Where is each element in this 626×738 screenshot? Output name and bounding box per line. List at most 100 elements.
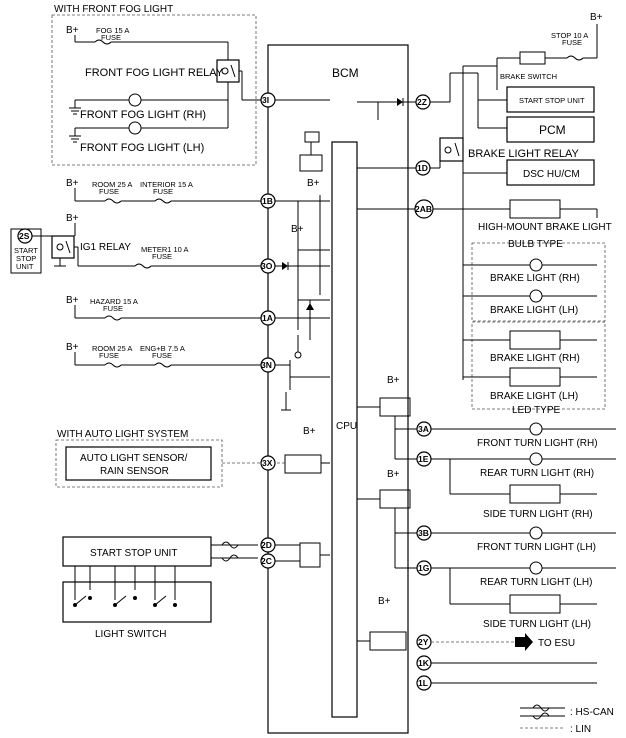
svg-text:1A: 1A [262, 313, 273, 323]
svg-text:B+: B+ [66, 178, 79, 189]
brake-led-lh-icon [509, 367, 561, 387]
svg-text:START STOP UNIT: START STOP UNIT [90, 548, 177, 559]
svg-text:FUSE: FUSE [99, 351, 119, 360]
bulb-type-group [471, 242, 606, 322]
svg-text:2Y: 2Y [418, 637, 429, 647]
svg-text:B+: B+ [307, 178, 320, 189]
legend-lin: : LIN [570, 724, 591, 735]
front-turn-lh-icon [529, 526, 543, 540]
svg-text:PCM: PCM [539, 123, 566, 137]
svg-text:FUSE: FUSE [562, 38, 582, 47]
brake-switch-label: BRAKE SWITCH [500, 72, 557, 81]
svg-text:BULB TYPE: BULB TYPE [508, 239, 563, 250]
front-fog-group-label: WITH FRONT FOG LIGHT [54, 4, 173, 15]
svg-text:B+: B+ [387, 469, 400, 480]
fog-fuse-label: FOG 15 A [96, 26, 129, 35]
ig1-relay-label: IG1 RELAY [80, 242, 131, 253]
front-turn-rh-icon [529, 422, 543, 436]
fog-fuse-sub: FUSE [101, 33, 121, 42]
high-mount-led-icon [509, 199, 561, 219]
svg-text:B+: B+ [378, 596, 391, 607]
to-esu-label: TO ESU [538, 638, 575, 649]
svg-text:BRAKE LIGHT (RH): BRAKE LIGHT (RH) [490, 353, 580, 364]
svg-text:STOP 10 A: STOP 10 A [551, 31, 588, 40]
svg-text:RAIN SENSOR: RAIN SENSOR [100, 466, 169, 477]
pin-3N [260, 357, 276, 373]
pin-3O [260, 258, 276, 274]
high-mount-label: HIGH-MOUNT BRAKE LIGHT [478, 222, 612, 233]
svg-text:ENG+B 7.5 A: ENG+B 7.5 A [140, 344, 185, 353]
svg-text:BRAKE LIGHT (LH): BRAKE LIGHT (LH) [490, 305, 578, 316]
svg-text:B+: B+ [66, 342, 79, 353]
svg-text:2D: 2D [261, 540, 272, 550]
svg-text:1G: 1G [418, 563, 430, 573]
svg-text:UNIT: UNIT [16, 262, 34, 271]
brake-switch-icon [519, 51, 546, 65]
svg-text:SIDE TURN LIGHT (RH): SIDE TURN LIGHT (RH) [483, 509, 593, 520]
pcm-box [506, 116, 595, 143]
svg-text:1D: 1D [417, 163, 428, 173]
auto-light-group-box [55, 439, 223, 488]
svg-text:3B: 3B [418, 528, 429, 538]
svg-text:BRAKE LIGHT (RH): BRAKE LIGHT (RH) [490, 273, 580, 284]
svg-text:METER1 10 A: METER1 10 A [141, 245, 189, 254]
auto-light-group-label: WITH AUTO LIGHT SYSTEM [57, 429, 188, 440]
svg-text:B+: B+ [291, 224, 304, 235]
svg-text:START STOP UNIT: START STOP UNIT [519, 96, 585, 105]
svg-text:REAR TURN LIGHT (RH): REAR TURN LIGHT (RH) [480, 468, 594, 479]
brake-light-rh-icon [529, 258, 543, 272]
start-stop-unit-small [10, 228, 42, 274]
svg-text:HAZARD 15 A: HAZARD 15 A [90, 297, 138, 306]
svg-text:3I: 3I [262, 95, 269, 105]
brake-light-relay-label: BRAKE LIGHT RELAY [468, 148, 580, 160]
svg-text:3O: 3O [261, 261, 273, 271]
brake-led-rh-icon [509, 330, 561, 350]
cpu-block [331, 141, 358, 718]
svg-text:REAR TURN LIGHT (LH): REAR TURN LIGHT (LH) [480, 577, 592, 588]
svg-text:B+: B+ [590, 12, 603, 23]
svg-text:1K: 1K [418, 658, 430, 668]
svg-text:DSC HU/CM: DSC HU/CM [523, 169, 580, 180]
front-fog-lh-label: FRONT FOG LIGHT (LH) [80, 142, 204, 154]
svg-text:2C: 2C [261, 556, 272, 566]
rear-turn-lh-icon [529, 561, 543, 575]
svg-text:FUSE: FUSE [152, 252, 172, 261]
pin-3I [260, 92, 276, 108]
power-label: B+ [66, 25, 79, 36]
svg-text:ROOM 25 A: ROOM 25 A [92, 180, 132, 189]
svg-text:2Z: 2Z [417, 97, 427, 107]
brake-light-relay-icon [439, 137, 464, 162]
light-switch-box [62, 581, 212, 623]
led-type-group [471, 321, 606, 410]
svg-text:FUSE: FUSE [99, 187, 119, 196]
side-turn-lh-icon [509, 594, 561, 614]
svg-text:B+: B+ [387, 375, 400, 386]
cpu-label: CPU [336, 421, 357, 432]
pin-3X [260, 455, 276, 471]
side-turn-rh-icon [509, 484, 561, 504]
svg-text:FRONT TURN LIGHT (LH): FRONT TURN LIGHT (LH) [477, 542, 596, 553]
to-esu-arrow-icon [515, 633, 533, 651]
front-fog-rh-label: FRONT FOG LIGHT (RH) [80, 109, 206, 121]
svg-text:B+: B+ [66, 295, 79, 306]
dsc-box [506, 159, 595, 186]
svg-text:STOP: STOP [16, 254, 36, 263]
svg-text:3N: 3N [261, 360, 272, 370]
svg-text:START: START [14, 246, 38, 255]
svg-text:1E: 1E [418, 454, 429, 464]
svg-text:B+: B+ [66, 213, 79, 224]
front-fog-rh-lamp-icon [128, 93, 142, 107]
svg-text:FUSE: FUSE [153, 187, 173, 196]
front-fog-relay-label: FRONT FOG LIGHT RELAY [85, 67, 224, 79]
front-fog-group-box [51, 14, 257, 166]
svg-text:3X: 3X [262, 458, 273, 468]
svg-text:SIDE TURN LIGHT (LH): SIDE TURN LIGHT (LH) [483, 619, 591, 630]
svg-text:FUSE: FUSE [103, 304, 123, 313]
legend-hscan: : HS-CAN [570, 707, 614, 718]
svg-text:B+: B+ [303, 426, 316, 437]
svg-text:FRONT TURN LIGHT (RH): FRONT TURN LIGHT (RH) [477, 438, 598, 449]
svg-text:AUTO LIGHT SENSOR/: AUTO LIGHT SENSOR/ [80, 453, 188, 464]
front-fog-lh-lamp-icon [128, 121, 142, 135]
